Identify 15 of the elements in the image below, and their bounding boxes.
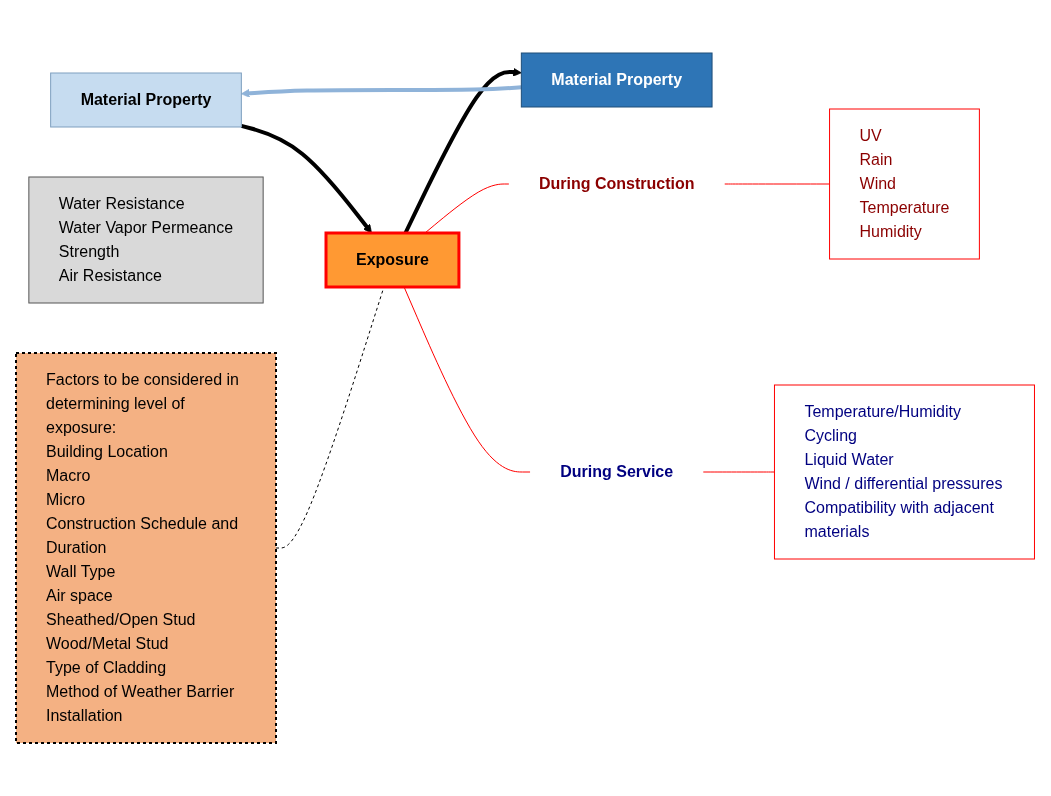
node-box: Exposure bbox=[324, 231, 461, 289]
node-text: During Construction bbox=[539, 175, 695, 192]
node-box: Factors to be considered in determining level of exposure: Building Location Macro Micro Construction Schedule and Duration Wall Type Air space Sheathed/Open Stud Wood/Metal Stud Type of Cladding Method of Weather Barrier Installation bbox=[15, 352, 278, 744]
node-box: Temperature/Humidity Cycling Liquid Water Wind / differential pressures Compatibility with adjacent materials bbox=[774, 384, 1036, 560]
arrow bbox=[403, 67, 522, 234]
node-box: UV Rain Wind Temperature Humidity bbox=[829, 108, 981, 260]
node-box: Material Property bbox=[521, 52, 713, 108]
arrow bbox=[241, 123, 373, 234]
arrow bbox=[241, 85, 522, 98]
connector bbox=[424, 183, 510, 234]
node-box: Material Property bbox=[50, 72, 243, 128]
node-box: Water Resistance Water Vapor Permeance Strength Air Resistance bbox=[28, 176, 264, 304]
node-text: During Service bbox=[560, 463, 674, 480]
connector bbox=[702, 471, 776, 473]
connector bbox=[724, 183, 831, 185]
